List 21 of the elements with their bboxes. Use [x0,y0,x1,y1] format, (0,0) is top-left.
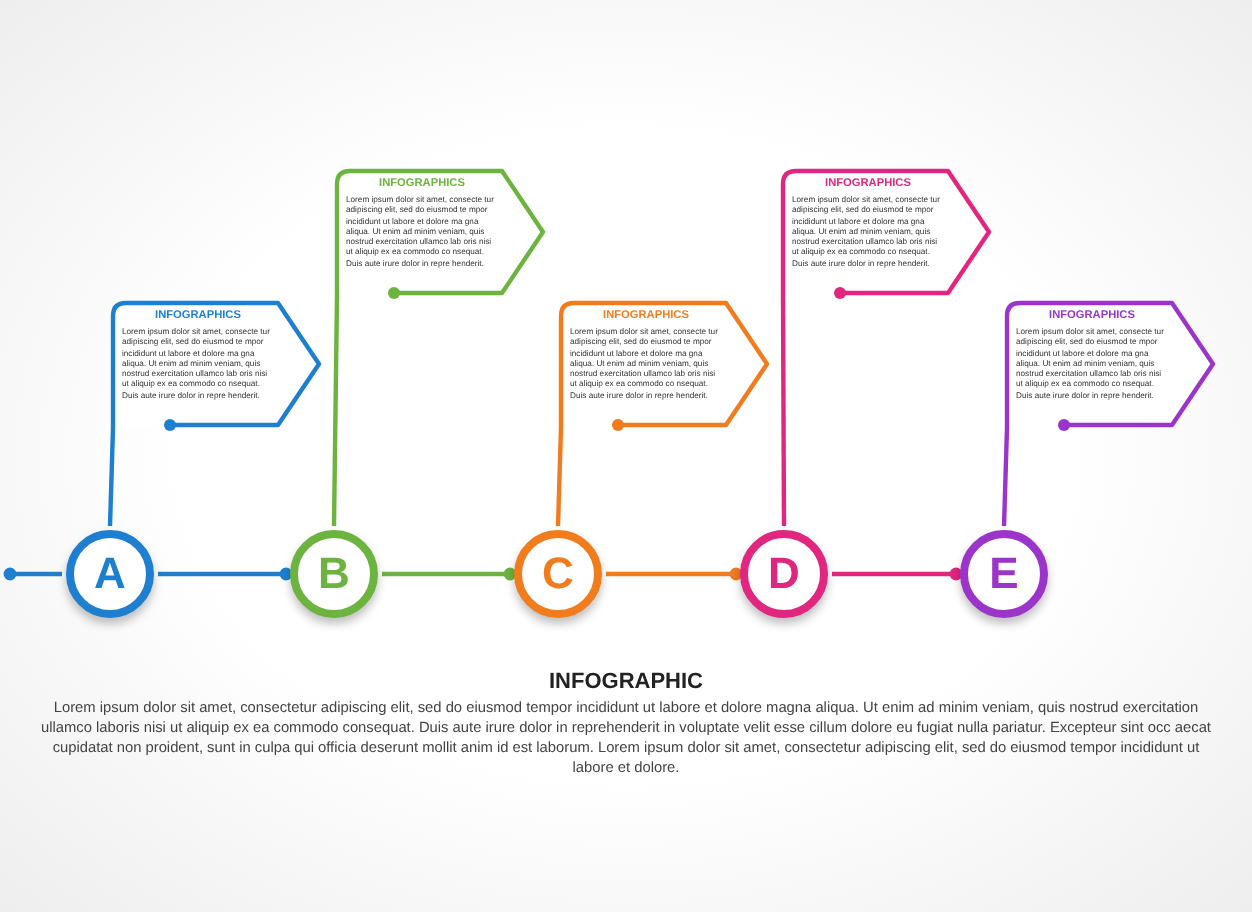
callout-box [780,168,992,296]
callout-box [558,300,770,428]
heading: INFOGRAPHIC [547,670,705,694]
step-circle: E [960,530,1048,618]
callout-box [110,300,322,428]
step-circle: B [290,530,378,618]
callout-box [1004,300,1216,428]
step-circle: C [514,530,602,618]
connector-line [1001,427,1010,527]
connector-line [832,567,963,581]
connector-line [382,567,517,581]
connector-line [331,295,340,527]
connector-line [3,567,62,581]
connector-line [555,427,564,527]
callout-box [334,168,546,296]
connector-line [780,296,787,526]
connector-line [107,427,116,527]
connector-line [606,567,743,581]
step-circle: D [740,530,828,618]
connector-line [158,567,293,581]
step-circle: A [66,530,154,618]
